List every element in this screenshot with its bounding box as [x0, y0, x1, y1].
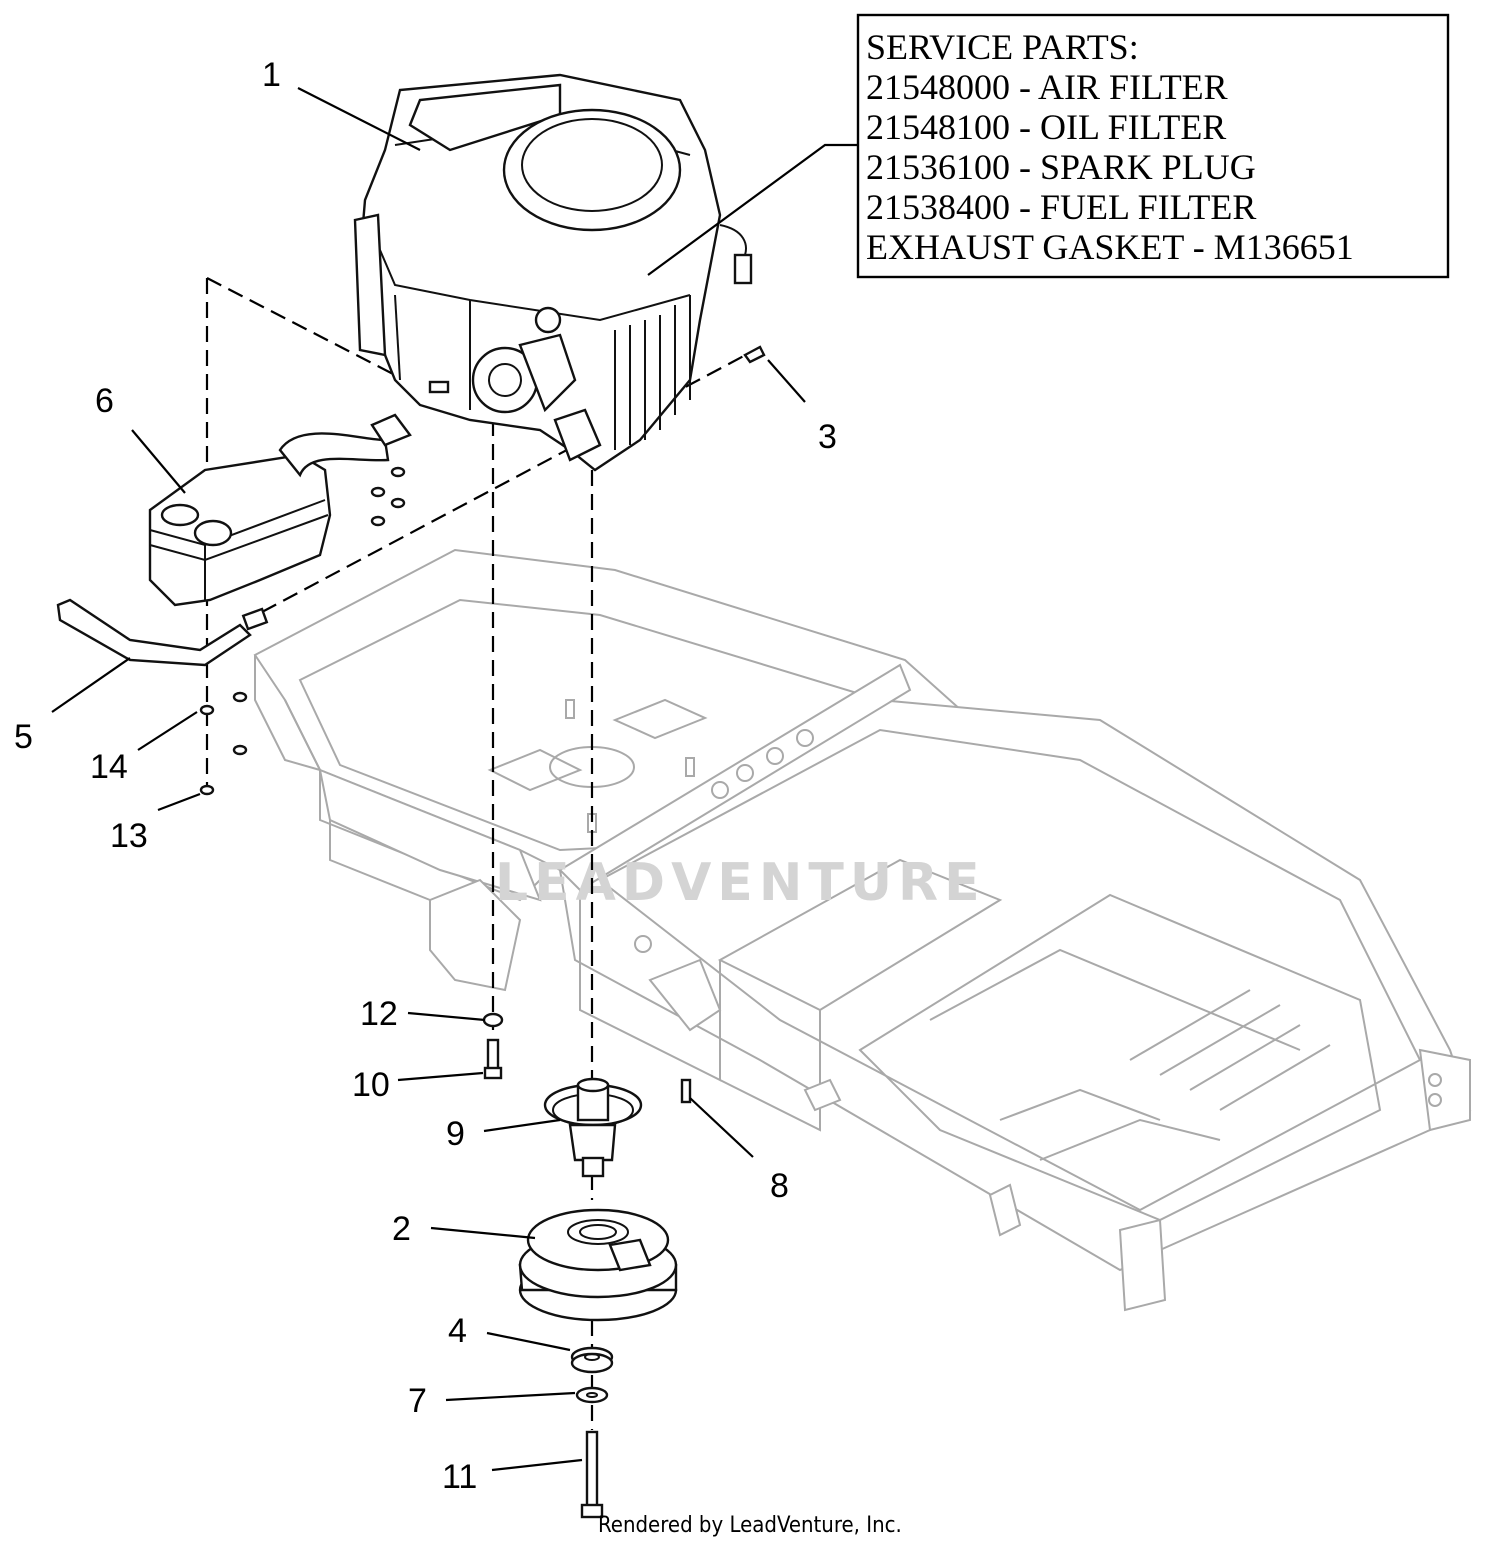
mower-frame: [253, 548, 1472, 1312]
callout-14: 14: [90, 748, 128, 786]
electric-clutch: [518, 1208, 678, 1322]
callout-10: 10: [352, 1066, 390, 1104]
service-part-line: 21536100 - SPARK PLUG: [866, 147, 1256, 187]
callout-2: 2: [392, 1210, 411, 1248]
muffler: [148, 413, 412, 607]
watermark: LEADVENTURE: [495, 853, 986, 913]
callout-11: 11: [442, 1458, 477, 1496]
callout-1: 1: [262, 56, 281, 94]
pulley: [543, 1077, 643, 1178]
callout-12: 12: [360, 995, 398, 1033]
callout-4: 4: [448, 1312, 467, 1350]
service-part-line: 21548100 - OIL FILTER: [866, 107, 1226, 147]
callout-5: 5: [14, 718, 33, 756]
service-parts-title: SERVICE PARTS:: [866, 27, 1139, 67]
callout-13: 13: [110, 817, 148, 855]
callouts: 1 3 6 5 14 13 12 10 9 8 2 4 7 11: [14, 56, 837, 1496]
callout-8: 8: [770, 1167, 789, 1205]
service-part-line: 21538400 - FUEL FILTER: [866, 187, 1256, 227]
hardware: [199, 345, 766, 1104]
callout-9: 9: [446, 1115, 465, 1153]
engine: [353, 73, 753, 472]
callout-7: 7: [408, 1382, 427, 1420]
service-part-line: EXHAUST GASKET - M136651: [866, 227, 1354, 267]
service-parts-box: SERVICE PARTS: 21548000 - AIR FILTER 215…: [856, 13, 1450, 279]
credit-text: Rendered by LeadVenture, Inc.: [598, 1513, 902, 1538]
callout-6: 6: [95, 382, 114, 420]
leader-lines: [51, 87, 858, 1472]
lower-hardware: [570, 1346, 614, 1519]
fuel-line: [56, 598, 269, 667]
callout-3: 3: [818, 418, 837, 456]
service-part-line: 21548000 - AIR FILTER: [866, 67, 1228, 107]
